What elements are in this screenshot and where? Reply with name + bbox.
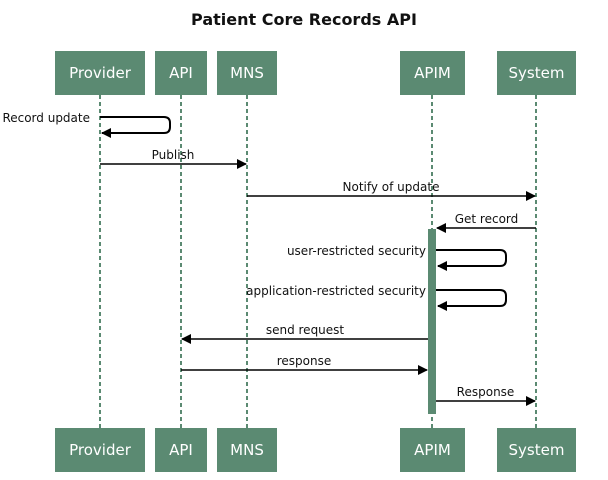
participant-mns-bottom: MNS [217, 428, 277, 472]
message-6: application-restricted security [246, 284, 507, 311]
message-label: response [277, 354, 332, 368]
participant-provider-bottom: Provider [55, 428, 145, 472]
participant-provider-top: Provider [55, 51, 145, 95]
message-3: Notify of update [247, 180, 536, 201]
message-label: user-restricted security [287, 244, 426, 258]
participant-system-bottom: System [497, 428, 576, 472]
message-label: Get record [455, 212, 519, 226]
message-5: user-restricted security [287, 244, 507, 271]
participant-api-top: API [155, 51, 207, 95]
message-4: Get record [436, 212, 536, 233]
participant-apim-bottom: APIM [400, 428, 465, 472]
message-1: Record update [2, 111, 171, 138]
message-7: send request [181, 323, 428, 344]
message-label: Record update [2, 111, 90, 125]
message-9: Response [436, 385, 536, 406]
participant-system-top: System [497, 51, 576, 95]
message-8: response [181, 354, 428, 375]
message-2: Publish [100, 148, 247, 169]
participant-apim-top: APIM [400, 51, 465, 95]
message-arrow [100, 116, 171, 138]
participant-api-bottom: API [155, 428, 207, 472]
message-arrow [436, 249, 507, 271]
message-label: Notify of update [343, 180, 440, 194]
message-label: application-restricted security [246, 284, 426, 298]
message-arrow [436, 289, 507, 311]
message-label: Response [457, 385, 515, 399]
activation-apim [428, 229, 436, 414]
participant-mns-top: MNS [217, 51, 277, 95]
message-label: Publish [152, 148, 195, 162]
message-label: send request [266, 323, 345, 337]
diagram-title: Patient Core Records API [191, 10, 417, 29]
